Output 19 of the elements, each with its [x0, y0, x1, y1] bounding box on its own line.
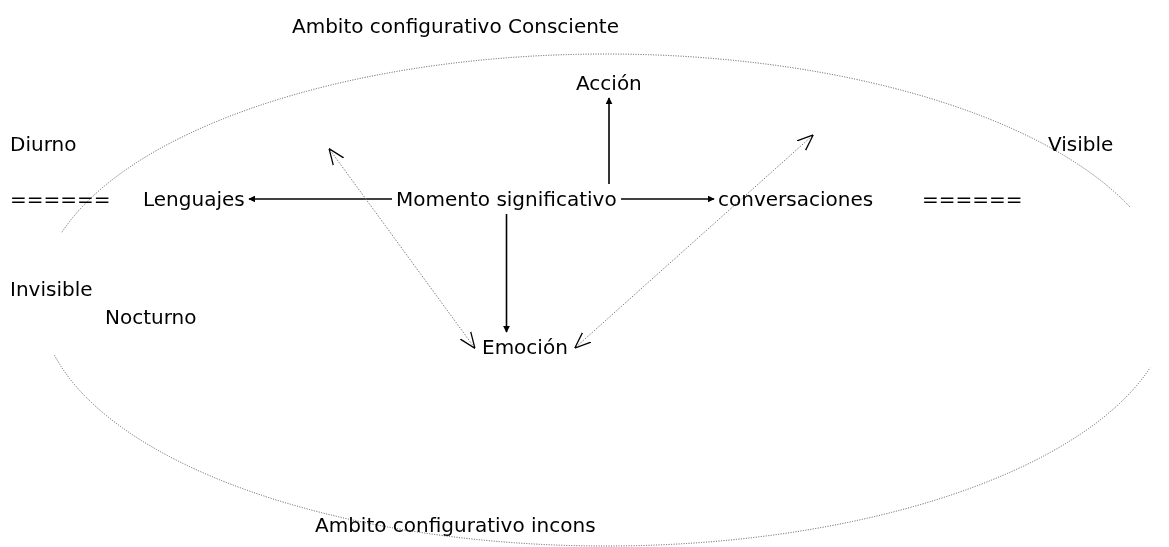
side-label: Diurno	[10, 131, 77, 157]
side-label: Visible	[1048, 131, 1114, 157]
node-text: Lenguajes	[143, 186, 245, 212]
scope-heading: Ambito configurativo Consciente	[292, 13, 619, 39]
separator-text: ======	[10, 186, 111, 212]
node-text: Emoción	[482, 334, 568, 360]
dotted-arrow	[574, 134, 814, 349]
scope-heading: Ambito configurativo incons	[315, 512, 596, 538]
node-text: Acción	[576, 70, 642, 96]
dotted-arrow	[328, 148, 476, 349]
node-text: conversaciones	[718, 186, 874, 212]
side-label: Invisible	[10, 276, 93, 302]
side-label: Nocturno	[105, 304, 197, 330]
separator-text: ======	[922, 186, 1023, 212]
arrow	[248, 195, 393, 203]
arrow	[503, 213, 510, 333]
arrow	[620, 195, 715, 203]
node-text: Momento significativo	[396, 186, 617, 212]
arrow	[605, 97, 613, 185]
